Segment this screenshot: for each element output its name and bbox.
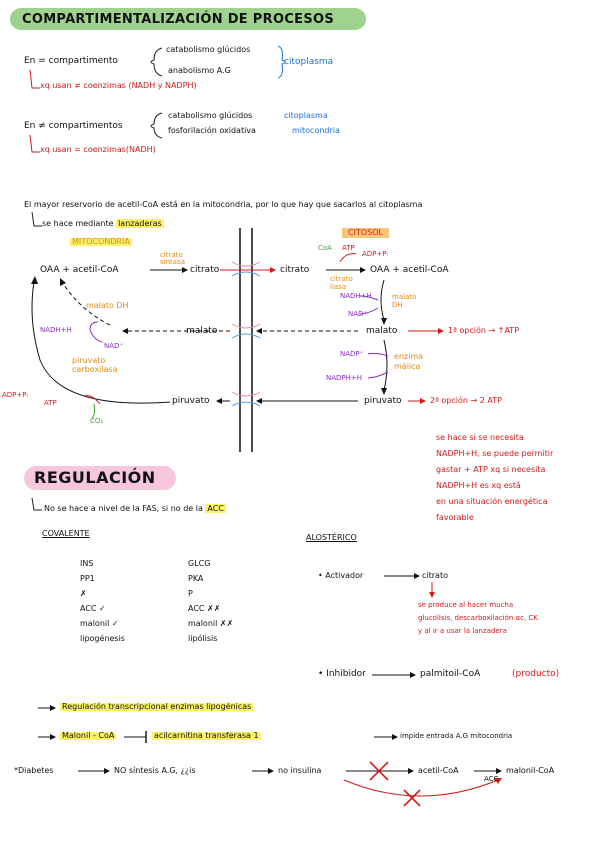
regulacion-title: REGULACIÓN <box>34 468 156 487</box>
cytosol-label: CITOSOL <box>342 228 389 238</box>
covalente-title: COVALENTE <box>42 529 90 538</box>
citrate-lyase: citrato liasa <box>330 275 353 291</box>
branch-anabolism: anabolismo A.G <box>168 66 231 75</box>
location-cytoplasm: citoplasma <box>284 57 334 67</box>
regulacion-intro: No se hace a nivel de la FAS, si no de l… <box>44 504 226 513</box>
citrate-synthase: citrato sintasa <box>160 251 185 267</box>
cyto-malato: malato <box>366 326 398 336</box>
cyto-malate-dh: malato DH <box>392 293 417 310</box>
mito-adp: ADP+Pᵢ <box>2 391 28 399</box>
coenzyme-note: xq usan ≠ coenzimas (NADH y NADPH) <box>40 81 197 90</box>
phospho-crossed-icon: ✗ <box>80 589 87 598</box>
acc-highlight: ACC <box>205 504 226 513</box>
option-2-note: se hace si se necesita NADPH+H, se puede… <box>436 433 554 522</box>
inhibitor-label: • Inhibidor <box>318 669 366 679</box>
diabetes-step2: no insulina <box>278 766 322 775</box>
branch-catabolism-2: catabolismo glúcidos <box>168 111 253 120</box>
same-compartment-label: En = compartimento <box>24 56 118 66</box>
shuttle-intro-2: se hace mediante lanzaderas <box>42 219 164 228</box>
cyto-atp: ATP <box>342 244 355 252</box>
cyto-nadp: NADP⁺ <box>340 350 364 358</box>
diff-compartment-label: En ≠ compartimentos <box>24 121 123 131</box>
activator-label: • Activador <box>318 571 364 580</box>
mitochondria-label: MITOCONDRIA <box>70 237 132 246</box>
title-highlight <box>10 8 366 30</box>
branch-catabolism: catabolismo glúcidos <box>166 45 251 54</box>
shuttle-intro: El mayor reservorio de acetil-CoA está e… <box>24 200 423 209</box>
diabetes-step1: NO síntesis A.G, ¿¿is <box>114 766 196 775</box>
mito-citrato: citrato <box>190 265 220 275</box>
option-1: 1ª opción → ↑ATP <box>448 326 520 335</box>
cyto-nad: NAD⁺ <box>348 310 368 318</box>
mito-nadh: NADH+H <box>40 326 72 334</box>
pyruvate-carboxylase: piruvato carboxilasa <box>72 356 118 375</box>
cyto-nadh: NADH+H <box>340 292 372 300</box>
diabetes-acetil: acetil-CoA <box>418 766 459 775</box>
malic-enzyme: enzima málica <box>394 352 424 371</box>
mito-oaa-acetil: OAA + acetil-CoA <box>40 265 119 275</box>
branch-oxphos: fosforilación oxidativa <box>168 126 256 135</box>
mito-piruvato: piruvato <box>172 396 210 406</box>
diabetes-acc: ACC <box>484 775 499 783</box>
mito-co2: CO₂ <box>90 417 104 425</box>
activator-value: citrato <box>422 571 448 580</box>
covalente-col1: INS PP1 ✗ ACC ✓ malonil ✓ lipogénesis <box>80 559 125 643</box>
regulacion-highlight <box>24 466 176 490</box>
mito-atp: ATP <box>44 399 57 407</box>
malonil-effect: impide entrada A.G mitocondria <box>400 732 513 740</box>
transcriptional-regulation: Regulación transcripcional enzimas lipog… <box>60 702 254 711</box>
location-mitochondria: mitocondria <box>292 126 340 135</box>
diabetes-label: *Diabetes <box>14 766 54 775</box>
alosterico-title: ALOSTÉRICO <box>306 533 357 542</box>
cyto-adp: ADP+Pᵢ <box>362 250 388 258</box>
inhibitor-value: palmitoil-CoA <box>420 669 481 679</box>
malonil-coa: Malonil - CoA <box>60 731 117 740</box>
location-cytoplasm-2: citoplasma <box>284 111 328 120</box>
coenzyme-note-2: xq usan = coenzimas(NADH) <box>40 145 156 154</box>
cyto-citrato: citrato <box>280 265 310 275</box>
page-title: COMPARTIMENTALIZACIÓN DE PROCESOS <box>22 12 334 27</box>
mito-nad: NAD⁺ <box>104 342 124 350</box>
cyto-oaa-acetil: OAA + acetil-CoA <box>370 265 449 275</box>
diabetes-malonil: malonil-CoA <box>506 766 555 775</box>
acylcarnitine-transferase: acilcarnitina transferasa 1 <box>152 731 261 740</box>
mito-malate-dh: malato DH <box>86 301 129 310</box>
cyto-piruvato: piruvato <box>364 396 402 406</box>
inhibitor-note: (producto) <box>512 669 560 679</box>
covalente-col2: GLCG PKA P ACC ✗✗ malonil ✗✗ lipólisis <box>188 559 234 643</box>
option-2: 2ª opción → 2 ATP <box>430 396 502 405</box>
mito-malato: malato <box>186 326 218 336</box>
activator-note: se produce al hacer mucha glucólisis, de… <box>418 601 538 635</box>
shuttle-highlight: lanzaderas <box>116 219 164 228</box>
cyto-nadph: NADPH+H <box>326 374 363 382</box>
cyto-coa: CoA <box>318 244 332 252</box>
